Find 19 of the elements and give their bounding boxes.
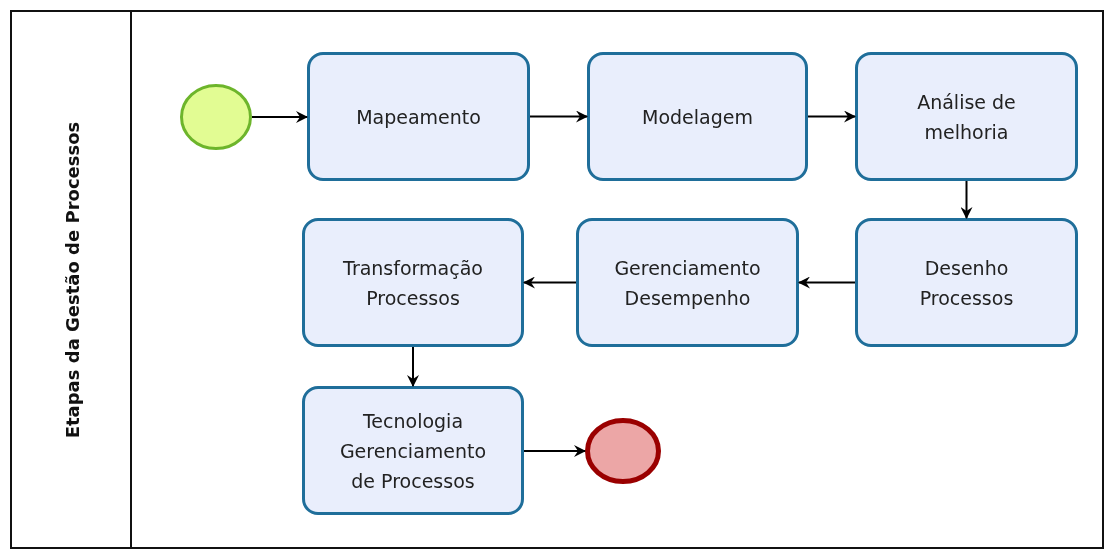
process-box: Análise de melhoria xyxy=(855,52,1078,181)
arrow xyxy=(807,110,856,123)
pool xyxy=(10,10,1104,549)
arrow xyxy=(529,110,588,123)
process-box: Tecnologia Gerenciamento de Processos xyxy=(302,386,524,515)
arrow xyxy=(960,180,973,219)
arrow xyxy=(523,276,577,289)
arrow xyxy=(523,445,586,457)
start-event-circle xyxy=(180,84,252,150)
end-event-circle xyxy=(585,418,661,484)
arrow xyxy=(251,111,308,123)
arrow xyxy=(407,346,419,387)
process-box: Desenho Processos xyxy=(855,218,1078,347)
process-box: Mapeamento xyxy=(307,52,530,181)
process-box: Gerenciamento Desempenho xyxy=(576,218,799,347)
pool-title: Etapas da Gestão de Processos xyxy=(61,121,83,438)
process-box: Modelagem xyxy=(587,52,808,181)
arrow xyxy=(798,276,856,289)
process-box: Transformação Processos xyxy=(302,218,524,347)
